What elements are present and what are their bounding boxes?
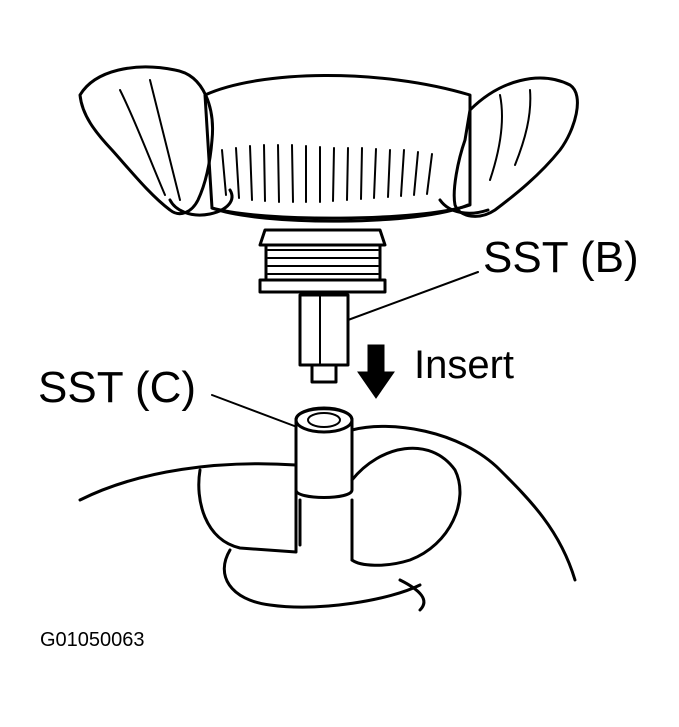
figure-code: G01050063 <box>40 629 145 651</box>
sst-b-label: SST (B) <box>483 233 639 282</box>
sst-b-leader-line <box>347 271 479 321</box>
lower-hand-illustration <box>78 424 577 612</box>
sst-c-label: SST (C) <box>38 363 197 412</box>
sst-c-leader-line <box>211 394 306 431</box>
insert-label: Insert <box>414 343 515 387</box>
upper-hands-illustration <box>78 65 579 218</box>
alternator-illustration <box>203 74 472 384</box>
arrow-down-icon <box>357 344 395 399</box>
sst-c-socket-illustration <box>294 406 354 499</box>
